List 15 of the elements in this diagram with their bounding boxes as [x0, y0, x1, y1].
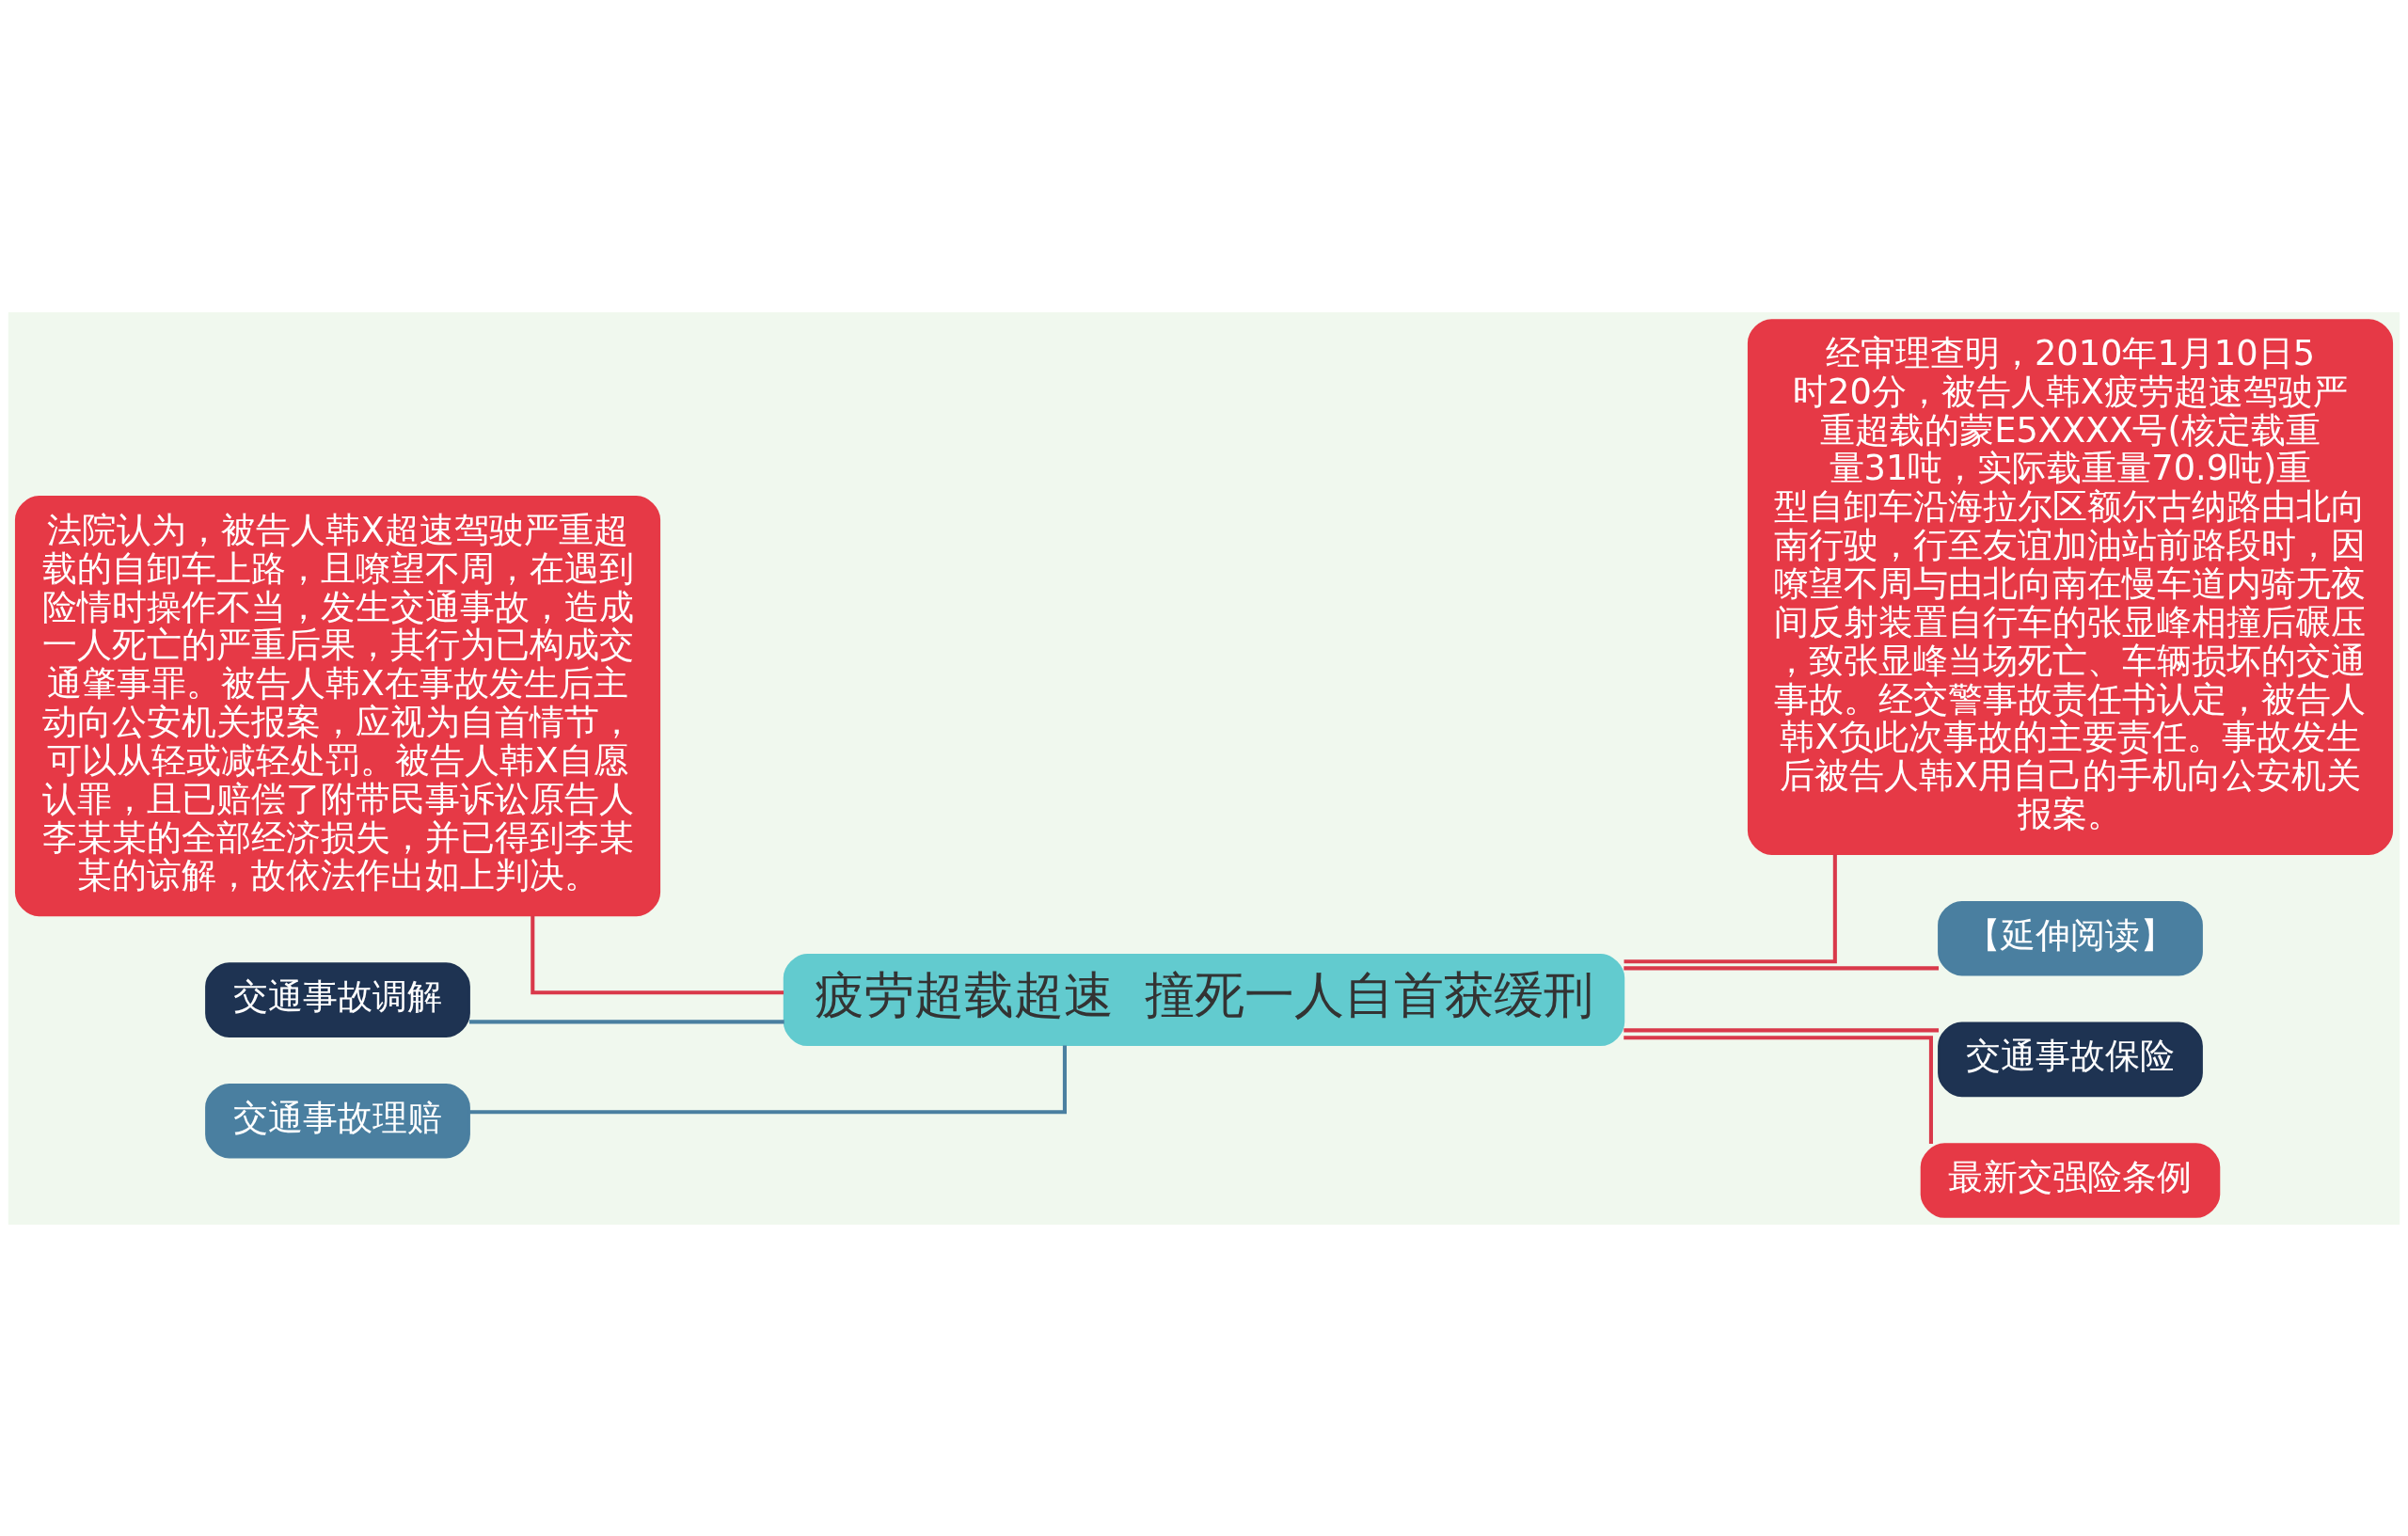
node-box: 交通事故调解 [205, 961, 470, 1037]
connector [1624, 1027, 1940, 1032]
connector [531, 915, 784, 994]
node-box: 交通事故保险 [1938, 1021, 2203, 1097]
node-box: 法院认为，被告人韩X超速驾驶严重超载的自卸车上路，且嘹望不周，在遇到险情时操作不当，发生交通事故，造成一人死亡的严重后果，其行为已构成交通肇事罪。被告人韩X在事故发生后主动向公安机关报案，应视为自首情节，可以从轻或减轻处罚。被告人韩X自愿认罪，且已赔偿了附带民事诉讼原告人李某某的全部经济损失，并已得到李某某的谅解，故依法作出如上判决。 [14, 495, 661, 916]
connector [469, 1045, 1067, 1114]
connector [1624, 965, 1940, 970]
node-box: 最新交强险条例 [1920, 1142, 2221, 1218]
connector [1624, 1035, 1933, 1144]
node-box: 【延伸阅读】 [1938, 900, 2203, 976]
connector [468, 1019, 784, 1023]
node-box: 经审理查明，2010年1月10日5时20分，被告人韩X疲劳超速驾驶严重超载的蒙E5XXXX号(核定载重量31吨，实际载重量70.9吨)重型自卸车沿海拉尔区额尔古纳路由北向南行驶，行至友谊加油站前路段时，因嘹望不周与由北向南在慢车道内骑无夜间反射装置自行车的张显峰相撞后碾压，致张显峰当场死亡、车辆损坏的交通事故。经交警事故责任书认定，被告人韩X负此次事故的主要责任。事故发生后被告人韩X用自己的手机向公安机关报案。 [1747, 318, 2394, 855]
connector [1624, 853, 1837, 963]
node-box: 疲劳超载超速 撞死一人自首获缓刑 [783, 953, 1625, 1046]
node-box: 交通事故理赔 [205, 1083, 470, 1159]
